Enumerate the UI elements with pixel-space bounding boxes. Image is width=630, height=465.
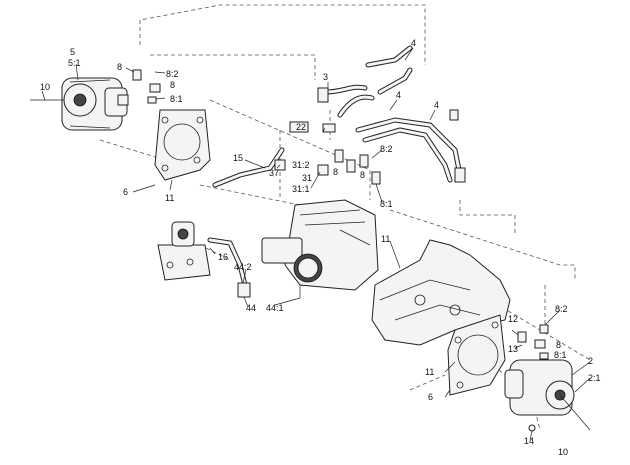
callout-5-1: 5:1 [68,58,81,68]
callout-labels: 5 5:1 10 8 8:2 8 8:1 6 11 3 4 4 4 22 15 … [40,38,601,457]
callout-44-2: 44:2 [234,262,252,272]
callout-8-mid-left: 8 [170,80,175,90]
callout-8-2-lower: 8:2 [555,304,568,314]
callout-14: 14 [524,436,534,446]
callout-8-1-lower: 8:1 [554,350,567,360]
leader-lines [41,47,591,441]
solenoid-valve [157,221,211,281]
callout-4-top: 4 [411,38,416,48]
callout-8-2-center: 8:2 [380,144,393,154]
callout-11-center: 11 [381,234,390,244]
callout-6-left: 6 [123,187,128,197]
callout-13: 13 [508,344,518,354]
callout-8-lower: 8 [556,340,561,350]
callout-6-lower: 6 [428,392,433,402]
callout-37: 37 [269,168,279,178]
callout-11-lower: 11 [425,367,434,377]
callout-15: 15 [233,153,243,163]
callout-2-1: 2:1 [588,373,601,383]
pump-assembly-top-left [30,77,129,131]
callout-8-2-top: 8:2 [166,69,179,79]
callout-44-1: 44:1 [266,303,284,313]
gasket-plate-top-left [154,109,211,181]
pump-assembly-lower-right [504,324,591,432]
callout-11-left: 11 [165,193,174,203]
hoses-upper [207,45,463,288]
callout-2: 2 [588,356,593,366]
callout-8-1-center: 8:1 [380,199,393,209]
callout-8-center-b: 8 [360,170,365,180]
callout-12: 12 [508,314,518,324]
callout-8-1-top: 8:1 [170,94,183,104]
callout-10-lower: 10 [558,447,568,457]
callout-10-top: 10 [40,82,50,92]
callout-31-2: 31:2 [292,160,310,170]
callout-31-1: 31:1 [292,184,310,194]
callout-3: 3 [323,72,328,82]
fitting-44 [237,282,251,298]
callout-5: 5 [70,47,75,57]
callout-44: 44 [246,303,256,313]
housing-frame-right [371,239,511,346]
center-transmission [261,199,379,298]
fittings-top-left [132,69,161,104]
gasket-plate-lower [447,314,506,396]
callout-4-mid: 4 [396,90,401,100]
callout-8-center-a: 8 [333,167,338,177]
callout-4-right: 4 [434,100,439,110]
callout-8-top: 8 [117,62,122,72]
callout-16: 16 [218,252,228,262]
callout-31: 31 [302,173,312,183]
callout-22: 22 [296,122,306,132]
